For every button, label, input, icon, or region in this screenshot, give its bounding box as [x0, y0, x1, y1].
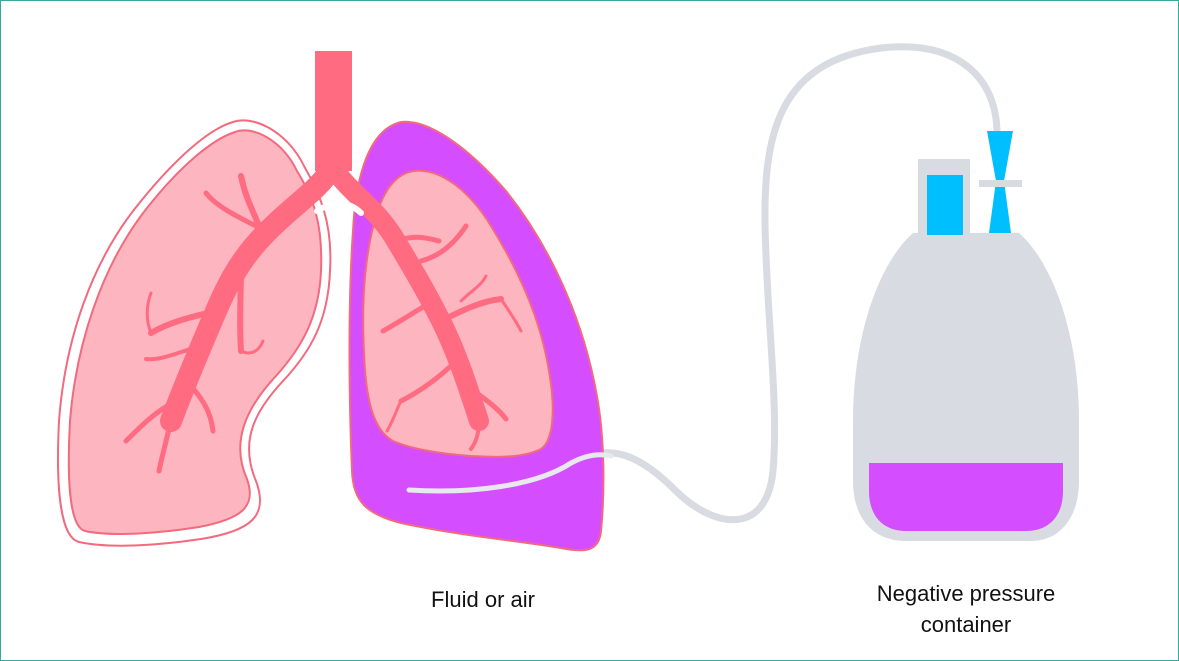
container-liquid — [869, 463, 1063, 531]
container-label-line1: Negative pressure — [836, 578, 1096, 609]
valve-clamp — [979, 180, 1022, 187]
fluid-or-air-label: Fluid or air — [383, 584, 583, 615]
container-label-line2: container — [836, 609, 1096, 640]
negative-pressure-container — [853, 131, 1079, 541]
negative-pressure-container-label: Negative pressure container — [836, 578, 1096, 640]
trachea — [315, 51, 352, 171]
left-lung — [58, 120, 330, 545]
right-lung — [350, 122, 604, 551]
container-cap — [927, 175, 963, 235]
